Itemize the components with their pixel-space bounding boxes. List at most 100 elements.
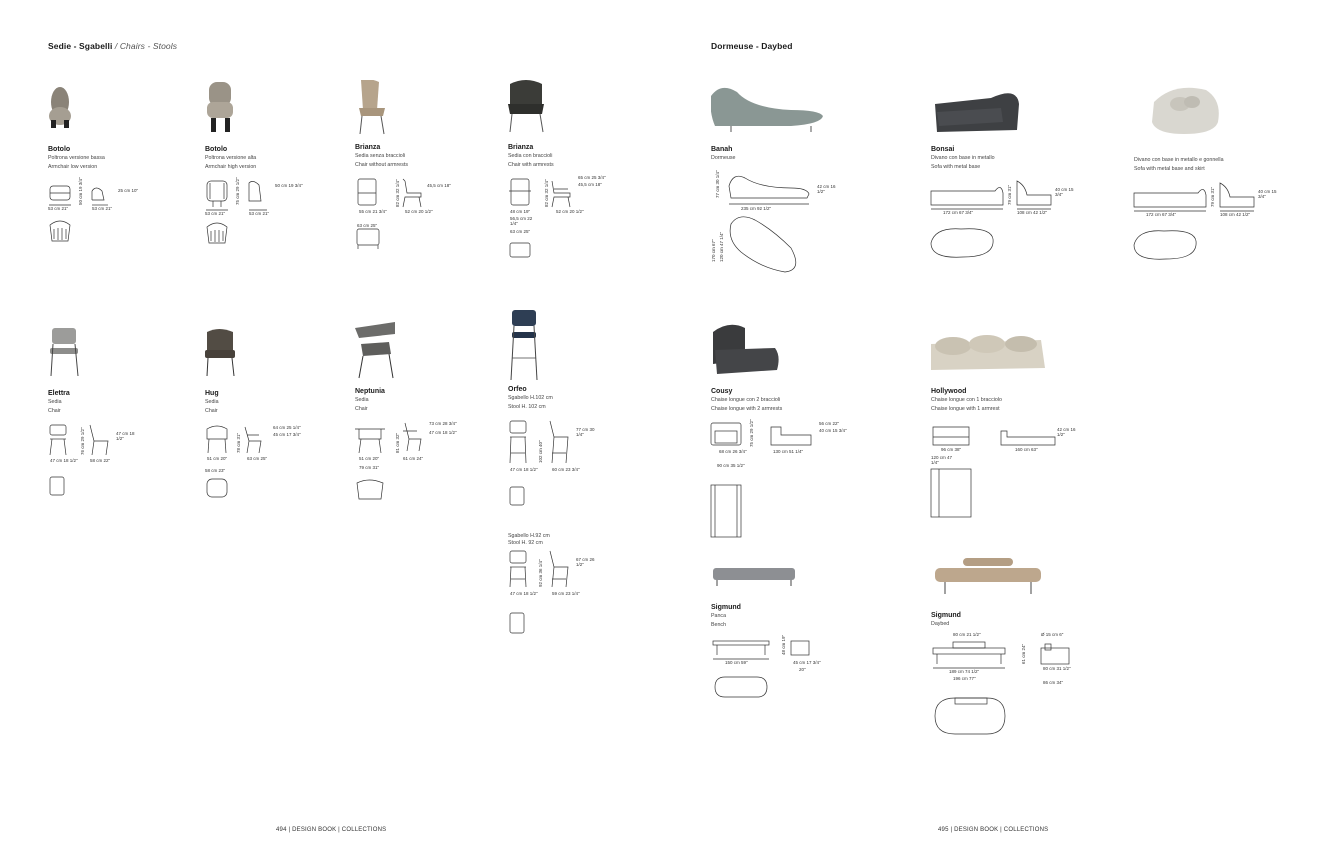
dim-height: 81 cm 32" xyxy=(395,432,400,453)
dimension-drawings: 172 cm 67 3/4" 79 cm 31" 108 cm 42 1/2" … xyxy=(1133,182,1314,273)
product-image xyxy=(508,80,578,142)
right-title-bold: Dormeuse - Daybed xyxy=(711,41,793,51)
product-image xyxy=(508,308,578,384)
product-name: Cousy xyxy=(711,388,733,395)
product-name: Bonsai xyxy=(931,146,955,153)
dim-height: 75 cm 29 1/2" xyxy=(235,177,240,205)
dim-depth: 170 cm 67" xyxy=(711,239,716,262)
dim-seat: 56 cm 22" xyxy=(819,421,840,426)
dimension-drawings: 55 cm 21 3/4" 63 cm 25" 82 cm 32 1/4" 52… xyxy=(355,178,505,269)
product-botolo-low[interactable]: Botolo Poltrona versione bassa Armchair … xyxy=(48,82,198,271)
product-desc-en: Bench xyxy=(711,622,727,628)
dim-depth-b: 86 cm 34" xyxy=(1043,680,1064,685)
dimension-drawings: 53 cm 21" 75 cm 29 1/2" 53 cm 21" 50 cm … xyxy=(205,177,355,271)
technical-drawing xyxy=(728,175,810,273)
product-elettra[interactable]: Elettra Sedia Chair 47 cm 18 1/2" 76 cm … xyxy=(48,326,198,515)
dimension-drawings: 47 cm 18 1/2" 102 cm 40" 60 cm 23 3/4" 7… xyxy=(508,420,658,641)
dimension-drawings: 47 cm 18 1/2" 76 cm 29 1/2" 58 cm 22" 47… xyxy=(48,424,198,515)
dim-depth: 80 cm 31 1/2" xyxy=(1043,666,1071,671)
dim-depth: 108 cm 42 1/2" xyxy=(1017,210,1048,215)
dim-height: 82 cm 32 1/4" xyxy=(544,179,549,207)
dimension-drawings: 235 cm 92 1/2" 77 cm 30 1/4" 42 cm 16 1/… xyxy=(711,170,911,282)
technical-drawing xyxy=(1133,182,1255,260)
product-hollywood[interactable]: Hollywood Chaise longue con 1 bracciolo … xyxy=(930,324,1131,533)
dim-seat: 42 cm 16 1/2" xyxy=(1057,427,1076,437)
product-image xyxy=(711,554,801,602)
left-title-sub: / Chairs - Stools xyxy=(112,41,178,51)
dim-length: 172 cm 67 3/4" xyxy=(1146,212,1177,217)
product-desc-en: Chaise longue with 2 armrests xyxy=(711,406,783,412)
product-bonsai-skirt[interactable]: Divano con base in metallo e gonnella So… xyxy=(1133,82,1314,273)
dim-length: 150 cm 59" xyxy=(725,660,748,665)
dimension-drawings: 51 cm 20" 79 cm 31" 81 cm 32" 61 cm 24" … xyxy=(355,421,505,513)
dim-depth: 53 cm 21" xyxy=(249,211,270,216)
dim-back: 80 cm 21 1/2" xyxy=(953,632,981,637)
left-section-title: Sedie - Sgabelli / Chairs - Stools xyxy=(48,41,177,51)
hollywood-chaise-image xyxy=(931,335,1045,370)
product-image xyxy=(710,82,831,144)
dim-width: 53 cm 21" xyxy=(205,211,226,216)
product-banah[interactable]: Banah Dormeuse 235 cm 92 1/2" 77 cm 30 1… xyxy=(710,82,911,282)
dim-height: 48 cm 19" xyxy=(781,634,786,655)
product-desc-en: Sofa with metal base xyxy=(931,164,981,170)
brianza-chair-image xyxy=(359,79,385,135)
product-sigmund-bench[interactable]: Sigmund Panca Bench 150 cm 59" 48 cm 19"… xyxy=(711,554,911,719)
product-name: Hollywood xyxy=(931,388,967,395)
dim-length-b: 196 cm 77" xyxy=(953,676,976,681)
product-image xyxy=(931,82,1031,144)
product-name: Hug xyxy=(205,390,219,397)
product-desc-en: Chair xyxy=(48,408,61,414)
dimension-drawings: 172 cm 67 3/4" 79 cm 31" 108 cm 42 1/2" … xyxy=(930,180,1111,271)
product-bonsai[interactable]: Bonsai Divano con base in metallo Sofa w… xyxy=(930,82,1111,271)
product-brianza-arms[interactable]: Brianza Sedia con braccioli Chair with a… xyxy=(508,80,658,269)
dim-width: 96 cm 38" xyxy=(941,447,962,452)
product-sigmund-daybed[interactable]: Sigmund Daybed 80 cm 21 1/2" Ø 15 cm 6" … xyxy=(931,554,1131,758)
product-desc-it: Sedia xyxy=(355,397,369,403)
bonsai-sofa-image xyxy=(935,93,1019,132)
technical-drawing xyxy=(930,180,1052,258)
dim-depth: 63 cm 25" xyxy=(247,456,268,461)
product-desc-it: Daybed xyxy=(931,621,950,627)
product-brianza-no-arms[interactable]: Brianza Sedia senza braccioli Chair with… xyxy=(355,79,505,269)
product-cousy[interactable]: Cousy Chaise longue con 2 braccioli Chai… xyxy=(710,320,911,553)
product-desc-it: Sedia xyxy=(48,399,62,405)
product-hug[interactable]: Hug Sedia Chair 51 cm 20" 58 cm 23" 78 c… xyxy=(205,326,355,515)
dim-arm: 73 cm 28 3/4" xyxy=(429,421,457,426)
botolo-low-chair-image xyxy=(49,87,71,128)
dim-width: 51 cm 20" xyxy=(207,456,228,461)
dim-width-b: 120 cm 47 1/4" xyxy=(931,455,953,465)
dim-seat: 42 cm 16 1/2" xyxy=(817,184,836,194)
product-desc-en: Armchair high version xyxy=(205,164,257,170)
product-desc-it: Poltrona versione alta xyxy=(205,155,257,161)
product-desc-it: Chaise longue con 2 braccioli xyxy=(711,397,781,403)
product-image xyxy=(931,554,1051,610)
product-image xyxy=(205,326,275,388)
dim-height: 78 cm 31" xyxy=(236,432,241,453)
dim-seat: 47 cm 18 1/2" xyxy=(116,431,135,441)
product-orfeo[interactable]: Orfeo Sgabello H.102 cm Stool H. 102 cm … xyxy=(508,308,658,641)
dim-seat: 40 cm 15 3/4" xyxy=(1258,189,1277,199)
dim-depth: 45 cm 17 3/4" xyxy=(793,660,821,665)
technical-drawing xyxy=(930,426,1056,518)
dim-width-b: 79 cm 31" xyxy=(359,465,380,470)
dim-depth: 53 cm 21" xyxy=(92,206,113,211)
dim-seat: 40 cm 15 3/4" xyxy=(1055,187,1074,197)
dim-depth: 60 cm 23 3/4" xyxy=(552,467,580,472)
product-desc-it: Poltrona versione bassa xyxy=(48,155,105,161)
product-desc-it: Dormeuse xyxy=(711,155,736,161)
product-desc-en: Chair xyxy=(205,408,218,414)
dim-length: 130 cm 51 1/4" xyxy=(773,449,804,454)
technical-drawing xyxy=(356,178,422,249)
product-name: Orfeo xyxy=(508,386,527,393)
dimension-drawings: 150 cm 59" 48 cm 19" 45 cm 17 3/4" 20" xyxy=(711,634,911,719)
technical-drawing xyxy=(206,180,267,244)
product-neptunia[interactable]: Neptunia Sedia Chair 51 cm 20" 79 cm 31"… xyxy=(355,320,505,513)
dim-length: 189 cm 74 1/2" xyxy=(949,669,980,674)
neptunia-chair-image xyxy=(355,322,395,379)
product-name: Elettra xyxy=(48,390,70,397)
product-botolo-high[interactable]: Botolo Poltrona versione alta Armchair h… xyxy=(205,82,355,271)
dim-depth-b: 120 cm 47 1/4" xyxy=(719,231,724,262)
dim-height: 75 cm 29 1/2" xyxy=(749,419,754,447)
dim-width-c: 63 cm 25" xyxy=(510,229,531,234)
dim-height: 79 cm 31" xyxy=(1007,184,1012,205)
